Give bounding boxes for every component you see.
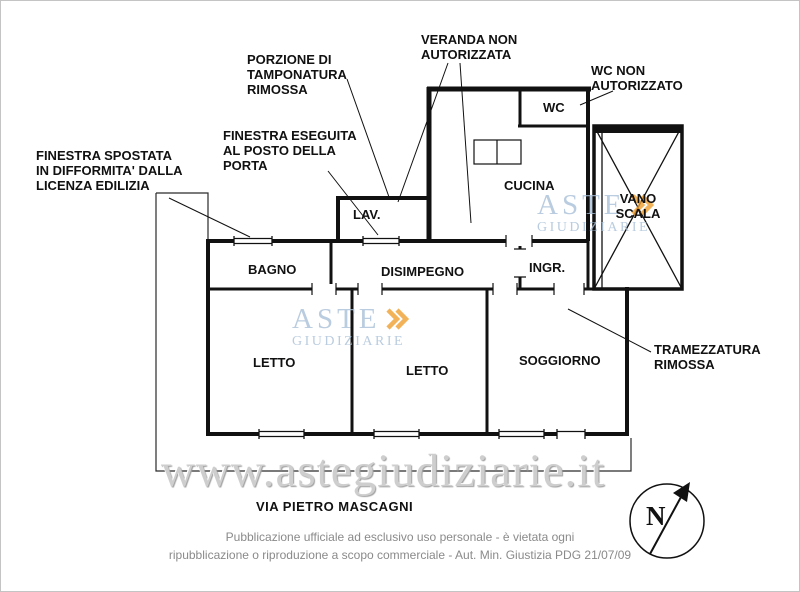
annotation-veranda: VERANDA NON AUTORIZZATA <box>421 32 518 62</box>
door-openings <box>312 236 584 294</box>
leader-lines <box>168 62 652 353</box>
annotation-finestra-spostata: FINESTRA SPOSTATA IN DIFFORMITA' DALLA L… <box>36 148 183 193</box>
room-label-letto-2: LETTO <box>406 363 449 378</box>
annotation-tramezzatura: TRAMEZZATURA RIMOSSA <box>654 342 761 372</box>
logo-text-aste: ASTE <box>292 303 381 335</box>
room-label-wc: WC <box>543 100 565 115</box>
room-label-lav: LAV. <box>353 207 381 222</box>
watermark-url: www.astegiudiziarie.it <box>161 445 606 497</box>
logo-chevrons-icon <box>385 308 409 330</box>
windows <box>233 236 586 439</box>
aste-giudiziarie-watermark-logo: ASTE GIUDIZIARIE <box>537 191 654 235</box>
outer-boundary <box>155 192 632 472</box>
annotation-porzione-tamponatura: PORZIONE DI TAMPONATURA RIMOSSA <box>247 52 347 97</box>
room-label-soggiorno: SOGGIORNO <box>519 353 601 368</box>
annotation-wc-non-autorizzato: WC NON AUTORIZZATO <box>591 63 683 93</box>
street-label: VIA PIETRO MASCAGNI <box>256 499 414 514</box>
footer-line-2: ripubblicazione o riproduzione a scopo c… <box>168 548 632 562</box>
room-label-letto-1: LETTO <box>253 355 296 370</box>
compass-north-label: N <box>646 501 666 531</box>
room-label-bagno: BAGNO <box>248 262 297 277</box>
door-jambs <box>311 235 585 295</box>
annotation-finestra-porta: FINESTRA ESEGUITA AL POSTO DELLA PORTA <box>223 128 357 173</box>
logo-row: ASTE <box>537 189 654 221</box>
logo-text-aste: ASTE <box>537 189 626 221</box>
room-label-ingresso: INGR. <box>529 260 566 275</box>
veranda-walls <box>426 86 591 242</box>
compass <box>629 482 705 559</box>
logo-chevrons-icon <box>630 194 654 216</box>
room-label-cucina: CUCINA <box>504 178 555 193</box>
logo-row: ASTE <box>292 303 409 335</box>
logo-text-giudiziarie: GIUDIZIARIE <box>537 220 651 235</box>
room-label-disimpegno: DISIMPEGNO <box>381 264 465 279</box>
footer-line-1: Pubblicazione ufficiale ad esclusivo uso… <box>225 530 575 544</box>
aste-giudiziarie-watermark-logo: ASTE GIUDIZIARIE <box>292 305 409 349</box>
room-label-vano-scala: VANO SCALA <box>615 191 661 221</box>
logo-text-giudiziarie: GIUDIZIARIE <box>292 334 406 349</box>
kitchen-sink <box>473 139 522 165</box>
